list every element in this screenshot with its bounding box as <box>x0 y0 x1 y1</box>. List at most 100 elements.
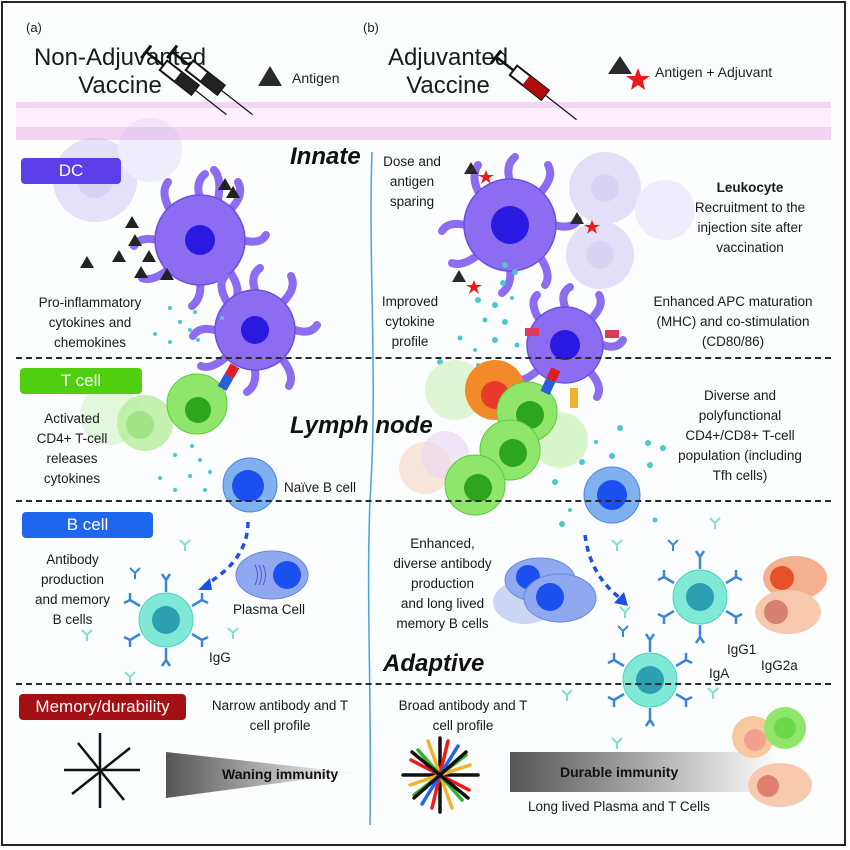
text-narrow-profile: Narrow antibody and T cell profile <box>195 696 365 736</box>
stage-adaptive: Adaptive <box>383 650 485 677</box>
legend-antigen-adjuvant-label: Antigen + Adjuvant <box>655 64 773 80</box>
text-activated-tcell: Activated CD4+ T-cell releases cytokines <box>22 409 122 489</box>
mature-dendritic-cell <box>511 283 627 401</box>
text-line: Improved <box>381 294 439 309</box>
text-line: Diverse and <box>703 388 777 403</box>
label-plasma-cell: Plasma Cell <box>233 602 306 617</box>
waning-immunity-wedge <box>166 752 355 798</box>
text-line: cell profile <box>432 718 494 733</box>
text-broad-profile: Broad antibody and T cell profile <box>383 696 543 736</box>
text-improved-cytokine: Improved cytokine profile <box>376 292 444 352</box>
plasma-cell <box>235 550 309 600</box>
panel-b-title-line2: Vaccine <box>406 72 490 99</box>
narrow-profile-starburst-icon <box>64 733 140 808</box>
label-iga: IgA <box>709 666 730 681</box>
section-tag-memory: Memory/durability <box>19 694 186 720</box>
text-line: Narrow antibody and T <box>211 698 349 713</box>
text-line: diverse antibody <box>393 556 492 571</box>
text-line: Leukocyte <box>716 180 784 195</box>
dashed-divider-adaptive <box>16 683 831 685</box>
differentiation-arrow <box>583 534 622 600</box>
arrow-head-icon <box>198 578 212 590</box>
memory-b-cell <box>123 573 209 667</box>
t-cell <box>166 373 228 435</box>
label-naive-b-cell: Naïve B cell <box>284 480 357 495</box>
label-durable-immunity: Durable immunity <box>560 764 679 780</box>
panel-a-label: (a) <box>26 20 42 35</box>
text-line: Enhanced APC maturation <box>653 294 813 309</box>
text-line: cytokines and <box>48 315 132 330</box>
label-igg1: IgG1 <box>727 642 757 657</box>
text-line: releases <box>46 451 98 466</box>
antibody-icon <box>129 567 141 579</box>
cytokine-dots <box>437 262 666 527</box>
panel-a-title-line2: Vaccine <box>78 72 162 99</box>
antibody-icon <box>617 539 679 637</box>
syringe-icon <box>166 44 253 116</box>
skin-band-middle <box>16 108 831 127</box>
naive-b-cell <box>583 466 641 524</box>
antigen-cluster <box>80 178 240 280</box>
tcr-mhc-synapse-icon <box>217 363 240 391</box>
cytokine-dots <box>153 306 224 492</box>
panel-b-title: Adjuvanted Vaccine <box>378 44 518 100</box>
syringe-icon <box>140 44 227 116</box>
text-diverse-tcell: Diverse and polyfunctional CD4+/CD8+ T-c… <box>660 386 820 486</box>
text-line: injection site after <box>697 220 803 235</box>
text-line: vaccination <box>716 240 784 255</box>
text-line: (MHC) and co-stimulation <box>656 314 810 329</box>
panel-b-label: (b) <box>363 20 379 35</box>
panel-divider <box>367 151 374 826</box>
text-line: cytokine <box>385 314 435 329</box>
text-line: Activated <box>44 411 100 426</box>
section-tag-tcell: T cell <box>20 368 142 394</box>
text-line: memory B cells <box>396 616 489 631</box>
text-line: Pro-inflammatory <box>38 295 142 310</box>
label-igg2a: IgG2a <box>761 658 798 673</box>
adjuvant-syringe-icon <box>490 49 577 121</box>
durable-immunity-bar <box>510 752 780 792</box>
text-line: Antibody <box>46 552 99 567</box>
text-line: (CD80/86) <box>701 334 765 349</box>
text-pro-inflammatory: Pro-inflammatory cytokines and chemokine… <box>20 293 160 353</box>
text-line: cytokines <box>43 471 101 486</box>
dendritic-cell <box>130 166 270 310</box>
stage-innate: Innate <box>290 143 361 170</box>
igg2a-plasma-cell <box>755 556 827 634</box>
section-tag-dc: DC <box>21 158 121 184</box>
long-lived-cells <box>732 707 812 807</box>
text-line: Recruitment to the <box>694 200 806 215</box>
dendritic-cell <box>438 153 582 297</box>
skin-band-bottom <box>16 127 831 140</box>
memory-b-cell <box>607 633 693 727</box>
text-line: chemokines <box>53 335 127 350</box>
dendritic-cell <box>189 264 321 396</box>
text-line: B cells <box>52 612 93 627</box>
differentiation-arrow <box>204 521 250 587</box>
text-line: production <box>410 576 475 591</box>
antigen-icon <box>608 56 632 74</box>
text-dose-sparing: Dose and antigen sparing <box>380 152 444 212</box>
arrow-head-icon <box>614 592 628 606</box>
text-enhanced-antibody: Enhanced, diverse antibody production an… <box>380 534 505 634</box>
text-apc-maturation: Enhanced APC maturation (MHC) and co-sti… <box>638 292 828 352</box>
antibody-icon <box>561 517 721 749</box>
antigen-adjuvant-pair <box>452 270 482 294</box>
text-antibody-production: Antibody production and memory B cells <box>20 550 125 630</box>
text-line: Tfh cells) <box>712 468 768 483</box>
label-waning-immunity: Waning immunity <box>222 766 339 782</box>
legend-antigen-label: Antigen <box>292 70 340 86</box>
memory-b-cell <box>657 550 743 644</box>
costimulatory-molecule-icon <box>525 328 619 408</box>
text-line: antigen <box>389 174 435 189</box>
text-line: sparing <box>389 194 435 209</box>
text-line: cell profile <box>249 718 311 733</box>
text-line: population (including <box>678 448 802 463</box>
tcr-mhc-synapse-icon <box>540 367 561 395</box>
naive-b-cell <box>222 457 278 513</box>
antibody-icon <box>81 539 239 683</box>
text-leukocyte-recruitment: Leukocyte Recruitment to the injection s… <box>680 178 820 258</box>
stage-lymph-node: Lymph node <box>290 412 433 439</box>
text-line: polyfunctional <box>698 408 782 423</box>
